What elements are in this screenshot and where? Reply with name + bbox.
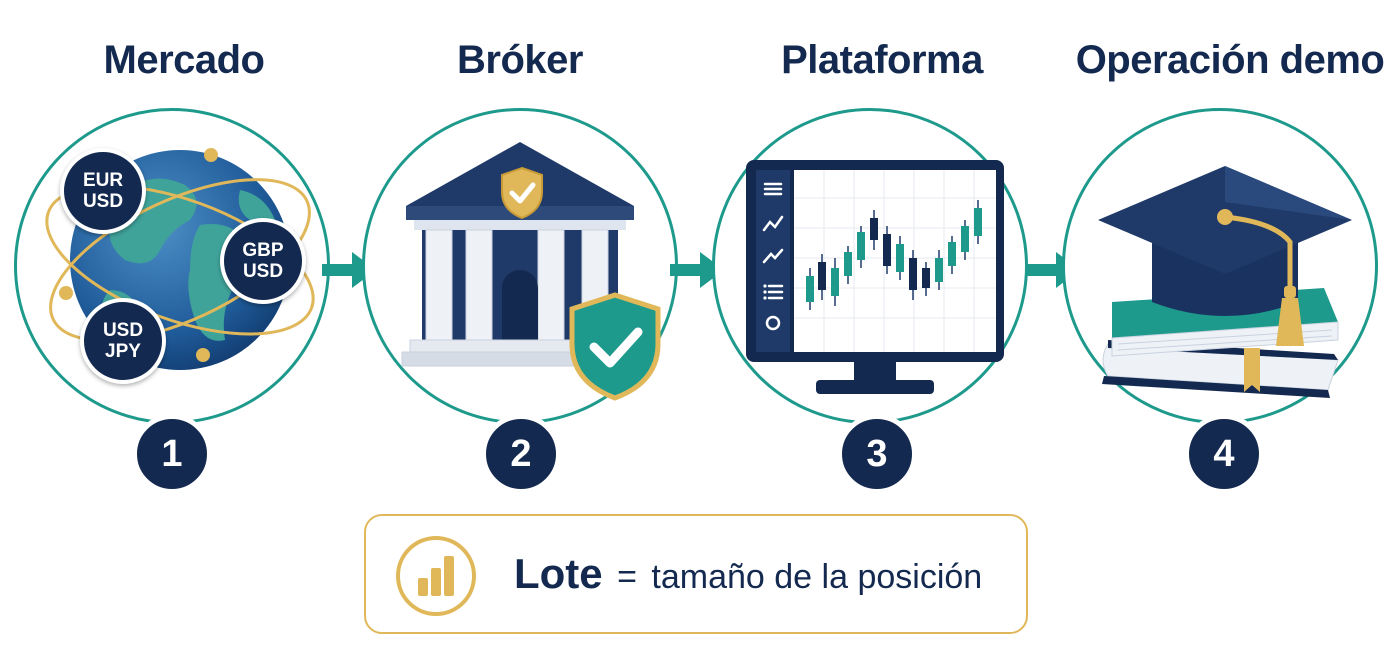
currency-quote: JPY (105, 341, 141, 362)
shield-check-icon (569, 292, 661, 401)
bar-chart-icon (396, 536, 476, 616)
currency-pair-gbpusd: GBP USD (220, 218, 306, 304)
currency-pair-usdjpy: USD JPY (80, 298, 166, 384)
step-4-title: Operación demo (1075, 38, 1385, 82)
currency-pair-eurusd: EUR USD (60, 148, 146, 234)
candlestick-chart-icon (806, 200, 982, 310)
step-1-number-badge: 1 (132, 414, 212, 494)
lot-term: Lote (514, 550, 603, 597)
currency-quote: USD (82, 191, 124, 212)
graduation-cap-icon (1098, 166, 1352, 346)
step-1-title: Mercado (103, 38, 266, 82)
step-3-title: Plataforma (781, 38, 983, 82)
equals-sign: = (617, 558, 637, 596)
lot-legend-box: Lote = tamaño de la posición (364, 514, 1028, 634)
step-3-number-badge: 3 (837, 414, 917, 494)
currency-base: GBP (242, 240, 284, 261)
lot-definition: Lote = tamaño de la posición (514, 550, 982, 598)
currency-quote: USD (242, 261, 284, 282)
step-2-number-badge: 2 (481, 414, 561, 494)
currency-base: EUR (82, 170, 124, 191)
currency-base: USD (102, 320, 144, 341)
step-4-number-badge: 4 (1184, 414, 1264, 494)
step-2-title: Bróker (457, 38, 583, 82)
monitor-icon (746, 160, 1004, 394)
shield-check-icon (501, 166, 543, 220)
lot-definition-text: tamaño de la posición (651, 558, 983, 596)
